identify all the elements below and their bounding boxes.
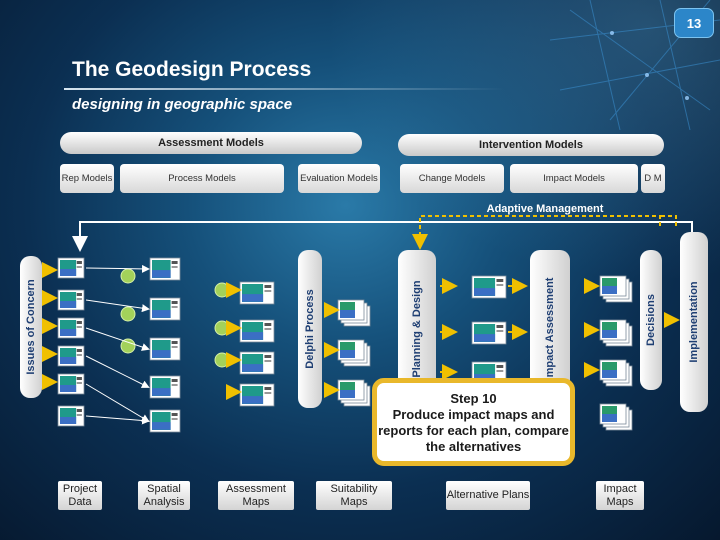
alternative-plan-1: [471, 275, 507, 299]
spatial-analysis-map-1: [149, 257, 181, 281]
project-data-map-5: [57, 373, 85, 395]
project-to-spatial-connector-2: [85, 299, 150, 313]
analysis-node-circle-1: [120, 268, 136, 284]
analysis-node-circle-3: [120, 338, 136, 354]
issues-of-concern-pill: Issues of Concern: [20, 256, 42, 398]
change-models-box: Change Models: [400, 164, 504, 193]
decisions-pill: Decisions: [640, 250, 662, 390]
step-callout: Step 10 Produce impact maps and reports …: [372, 378, 575, 466]
impact-map-stack-3: [599, 359, 633, 387]
process-models-box: Process Models: [120, 164, 284, 193]
impact-map-stack-2: [599, 319, 633, 347]
project-data-map-1: [57, 257, 85, 279]
spatial-analysis-map-4: [149, 375, 181, 399]
slide-number-badge: 13: [674, 8, 714, 38]
assessment-maps-label: Assessment Maps: [218, 481, 294, 510]
project-to-spatial-connector-1: [85, 264, 150, 273]
project-data-map-3: [57, 317, 85, 339]
title-underline: [64, 88, 504, 90]
alternative-plan-2: [471, 321, 507, 345]
adaptive-feedback-loop: [72, 221, 693, 252]
alternative-plans-label: Alternative Plans: [446, 481, 530, 510]
adaptive-management-label: Adaptive Management: [486, 203, 604, 215]
impact-map-stack-4: [599, 403, 633, 431]
rep-models-box: Rep Models: [60, 164, 114, 193]
slide-subtitle: designing in geographic space: [72, 96, 293, 113]
adaptive-management-dashed-link: [660, 215, 677, 226]
suitability-map-stack-2: [337, 339, 371, 367]
spatial-analysis-map-3: [149, 337, 181, 361]
assessment-map-2: [239, 319, 275, 343]
project-data-map-4: [57, 345, 85, 367]
project-to-spatial-connector-4: [85, 355, 150, 388]
project-data-label: Project Data: [58, 481, 102, 510]
project-to-spatial-connector-3: [85, 327, 150, 351]
analysis-node-circle-6: [214, 352, 230, 368]
project-data-map-6: [57, 405, 85, 427]
intervention-models-bar: Intervention Models: [398, 134, 664, 156]
analysis-node-circle-5: [214, 320, 230, 336]
analysis-node-circle-4: [214, 282, 230, 298]
assessment-models-bar: Assessment Models: [60, 132, 362, 154]
spatial-analysis-map-2: [149, 297, 181, 321]
spatial-analysis-label: Spatial Analysis: [138, 481, 190, 510]
callout-description: Produce impact maps and reports for each…: [378, 407, 569, 454]
adaptive-management-dashed-loop: [412, 215, 661, 250]
impact-models-box: Impact Models: [510, 164, 638, 193]
spatial-analysis-map-5: [149, 409, 181, 433]
implementation-pill: Implementation: [680, 232, 708, 412]
assessment-map-4: [239, 383, 275, 407]
project-to-spatial-connector-6: [85, 415, 150, 425]
analysis-node-circle-2: [120, 306, 136, 322]
project-data-map-2: [57, 289, 85, 311]
impact-maps-label: Impact Maps: [596, 481, 644, 510]
suitability-map-stack-1: [337, 299, 371, 327]
evaluation-models-box: Evaluation Models: [298, 164, 380, 193]
impact-map-stack-1: [599, 275, 633, 303]
suitability-map-stack-3: [337, 379, 371, 407]
delphi-process-pill: Delphi Process: [298, 250, 322, 408]
dm-box: D M: [641, 164, 665, 193]
suitability-maps-label: Suitability Maps: [316, 481, 392, 510]
project-to-spatial-connector-5: [85, 383, 150, 423]
callout-step-title: Step 10: [450, 391, 497, 406]
assessment-map-1: [239, 281, 275, 305]
assessment-map-3: [239, 351, 275, 375]
slide-title: The Geodesign Process: [72, 58, 312, 81]
